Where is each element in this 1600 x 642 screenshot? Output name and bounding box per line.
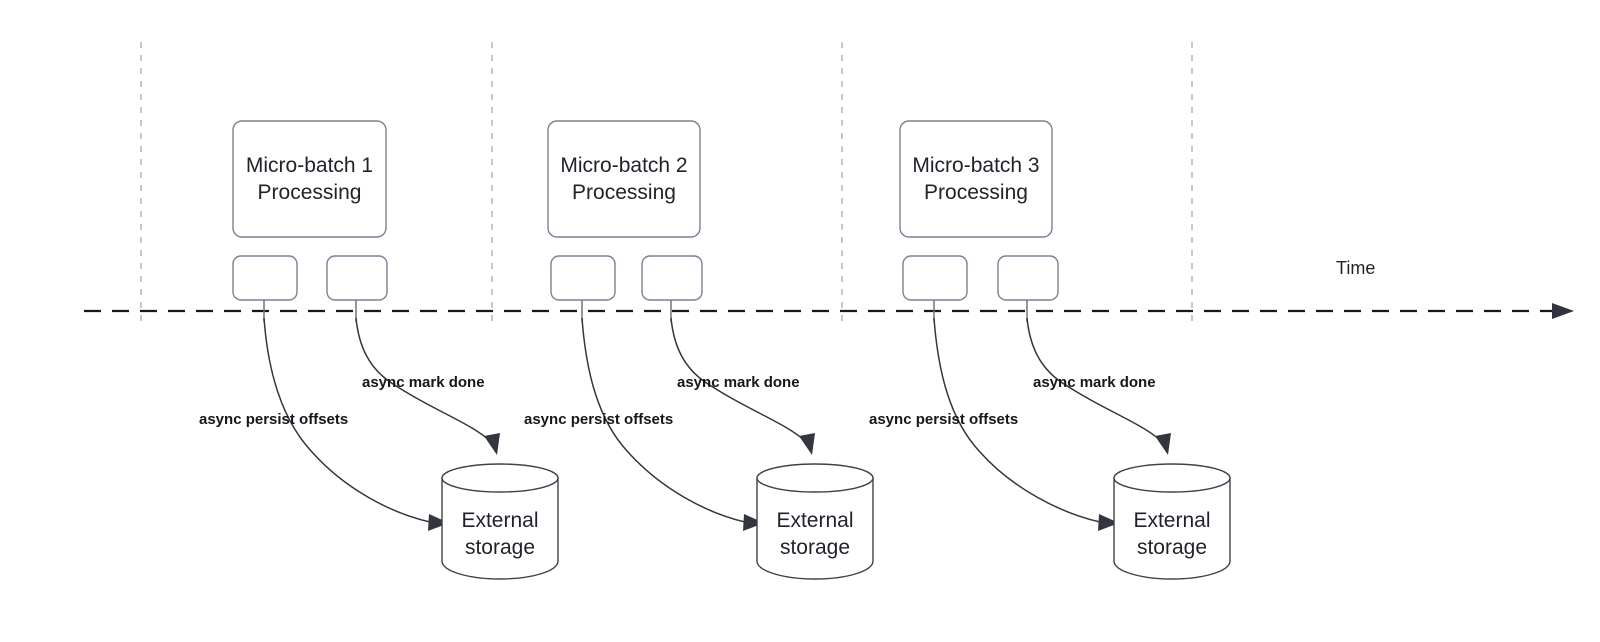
micro-batch-group-2: Micro-batch 2 Processing async persist o… (524, 120, 874, 580)
micro-batch-2-storage-label-line2: storage (780, 536, 850, 559)
micro-batch-1-label-line2: Processing (258, 181, 362, 204)
micro-batch-3-storage-top (1113, 463, 1231, 493)
micro-batch-2-markdone-edge (670, 317, 807, 443)
micro-batch-1-storage-top (441, 463, 559, 493)
micro-batch-2-label-line2: Processing (572, 181, 676, 204)
micro-batch-3-task-box-1[interactable] (902, 255, 968, 301)
micro-batch-3-persist-edge (933, 317, 1101, 523)
micro-batch-3-markdone-edge (1026, 317, 1163, 443)
micro-batch-3-storage-label-line2: storage (1137, 536, 1207, 559)
micro-batch-1-external-storage[interactable]: External storage (441, 463, 559, 580)
micro-batch-3-box[interactable] (899, 120, 1053, 238)
micro-batch-1-markdone-label: async mark done (362, 374, 485, 391)
micro-batch-3-label-line1: Micro-batch 3 (912, 154, 1039, 177)
micro-batch-3-external-storage[interactable]: External storage (1113, 463, 1231, 580)
micro-batch-1-label-line1: Micro-batch 1 (246, 154, 373, 177)
micro-batch-group-3: Micro-batch 3 Processing async persist o… (869, 120, 1231, 580)
micro-batch-1-markdone-edge (355, 317, 492, 443)
micro-batch-group-1: Micro-batch 1 Processing async persist o… (199, 120, 559, 580)
micro-batch-2-persist-arrowhead (743, 514, 764, 531)
time-axis: Time (84, 258, 1574, 319)
micro-batch-1-persist-arrowhead (428, 514, 449, 531)
micro-batch-2-task-box-2[interactable] (641, 255, 703, 301)
micro-batch-3-label-line2: Processing (924, 181, 1028, 204)
micro-batch-1-storage-label-line2: storage (465, 536, 535, 559)
micro-batch-1-storage-body (441, 477, 559, 580)
micro-batch-3-markdone-label: async mark done (1033, 374, 1156, 391)
micro-batch-2-box[interactable] (547, 120, 701, 238)
micro-batch-3-persist-arrowhead (1098, 514, 1119, 531)
micro-batch-1-box[interactable] (232, 120, 387, 238)
micro-batch-1-task-box-2[interactable] (326, 255, 388, 301)
micro-batch-3-storage-body (1113, 477, 1231, 580)
micro-batch-3-persist-label: async persist offsets (869, 411, 1018, 428)
micro-batch-2-label-line1: Micro-batch 2 (560, 154, 687, 177)
micro-batch-2-storage-label-line1: External (776, 509, 853, 532)
micro-batch-1-task-box-1[interactable] (232, 255, 298, 301)
micro-batch-2-storage-top (756, 463, 874, 493)
micro-batch-3-markdone-arrowhead (1155, 433, 1171, 455)
micro-batch-3-storage-label-line1: External (1133, 509, 1210, 532)
micro-batch-2-markdone-label: async mark done (677, 374, 800, 391)
time-axis-label: Time (1336, 258, 1375, 278)
time-axis-arrowhead (1552, 303, 1574, 319)
micro-batch-2-markdone-arrowhead (799, 433, 815, 455)
micro-batch-2-external-storage[interactable]: External storage (756, 463, 874, 580)
micro-batch-1-persist-edge (263, 317, 431, 523)
micro-batch-2-persist-label: async persist offsets (524, 411, 673, 428)
micro-batch-1-persist-label: async persist offsets (199, 411, 348, 428)
micro-batch-2-persist-edge (581, 317, 746, 523)
micro-batch-3-task-box-2[interactable] (997, 255, 1059, 301)
micro-batch-1-markdone-arrowhead (484, 433, 500, 455)
micro-batch-2-task-box-1[interactable] (550, 255, 616, 301)
micro-batch-1-storage-label-line1: External (461, 509, 538, 532)
micro-batch-2-storage-body (756, 477, 874, 580)
